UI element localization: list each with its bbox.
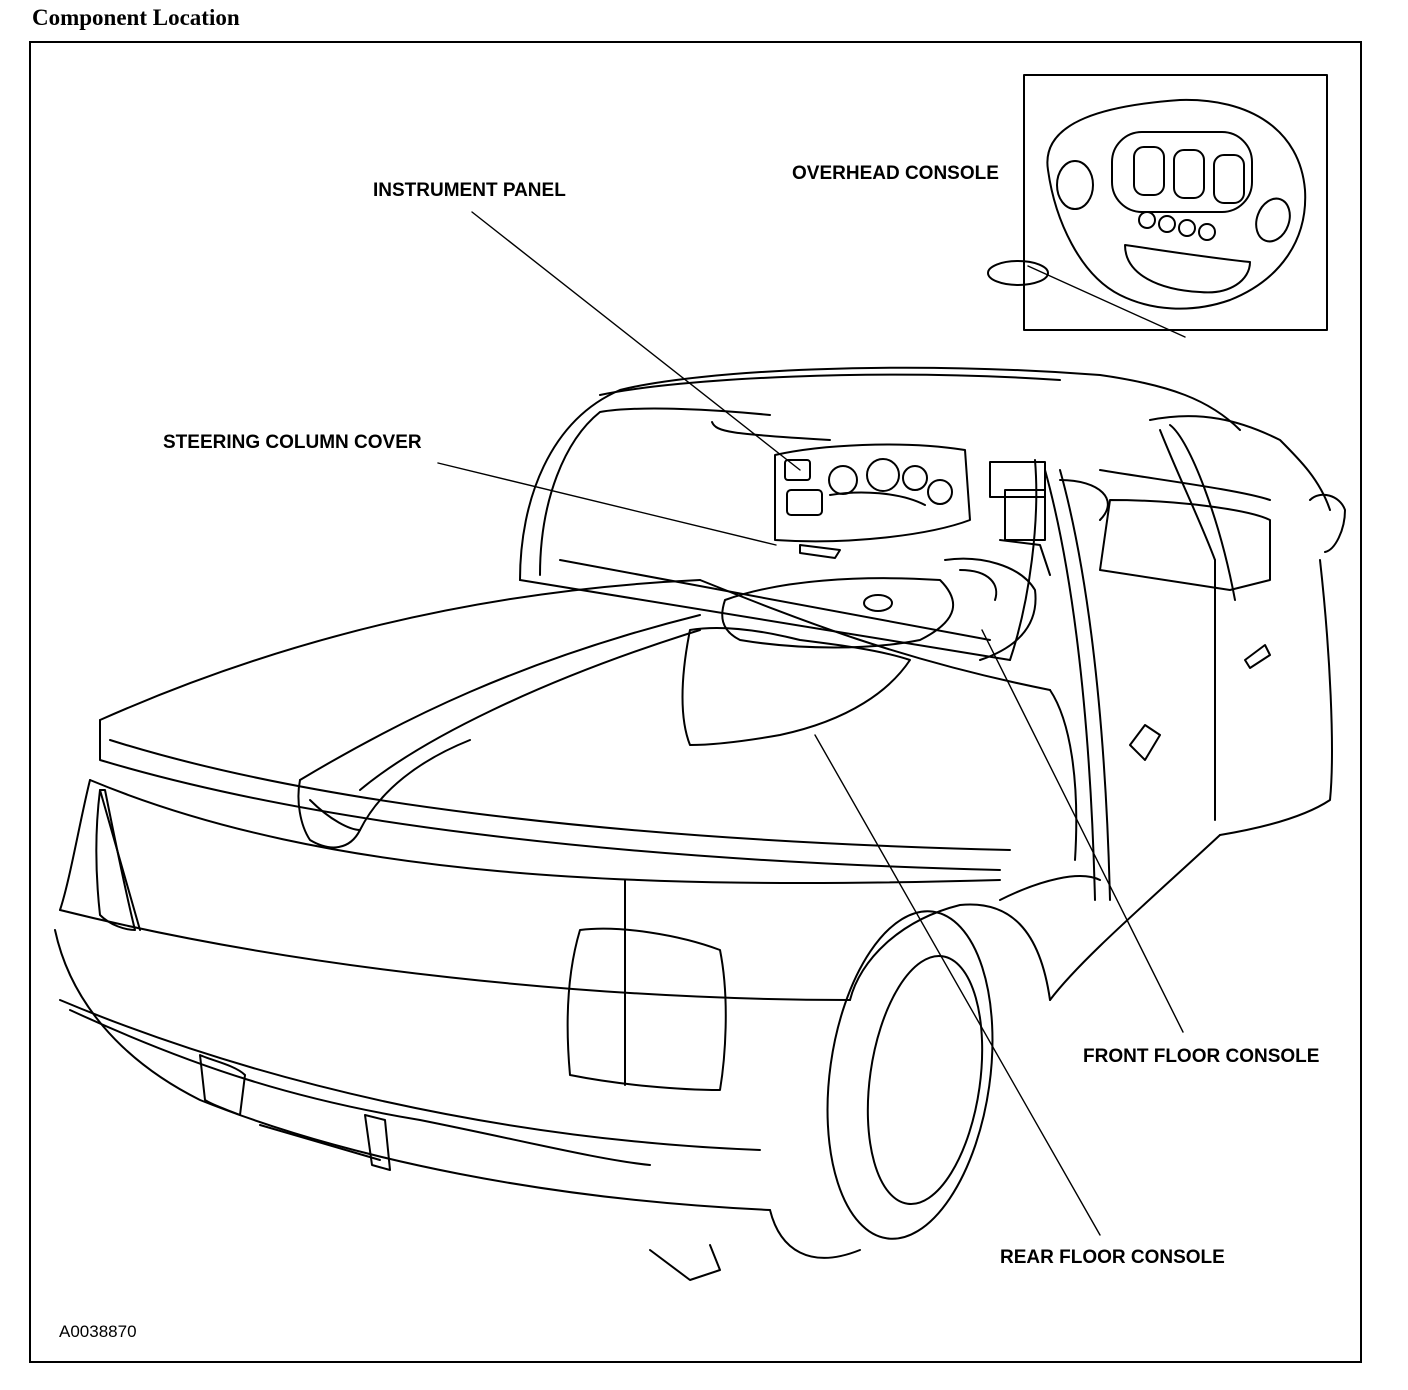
truck-body: [54, 260, 1346, 1281]
truck-interior: [681, 443, 1271, 746]
overhead-console-label: OVERHEAD CONSOLE: [792, 163, 999, 184]
instrument-panel-label: INSTRUMENT PANEL: [373, 180, 566, 201]
rear-floor-console-label: REAR FLOOR CONSOLE: [1000, 1247, 1225, 1268]
overhead-console-inset: [1023, 74, 1328, 331]
diagram-frame: [29, 41, 1362, 1363]
page-title: Component Location: [32, 5, 240, 30]
leader-lines: [437, 211, 1186, 1236]
steering-column-cover-label: STEERING COLUMN COVER: [163, 432, 422, 453]
front-floor-console-label: FRONT FLOOR CONSOLE: [1083, 1046, 1319, 1067]
figure-id: A0038870: [59, 1322, 137, 1341]
